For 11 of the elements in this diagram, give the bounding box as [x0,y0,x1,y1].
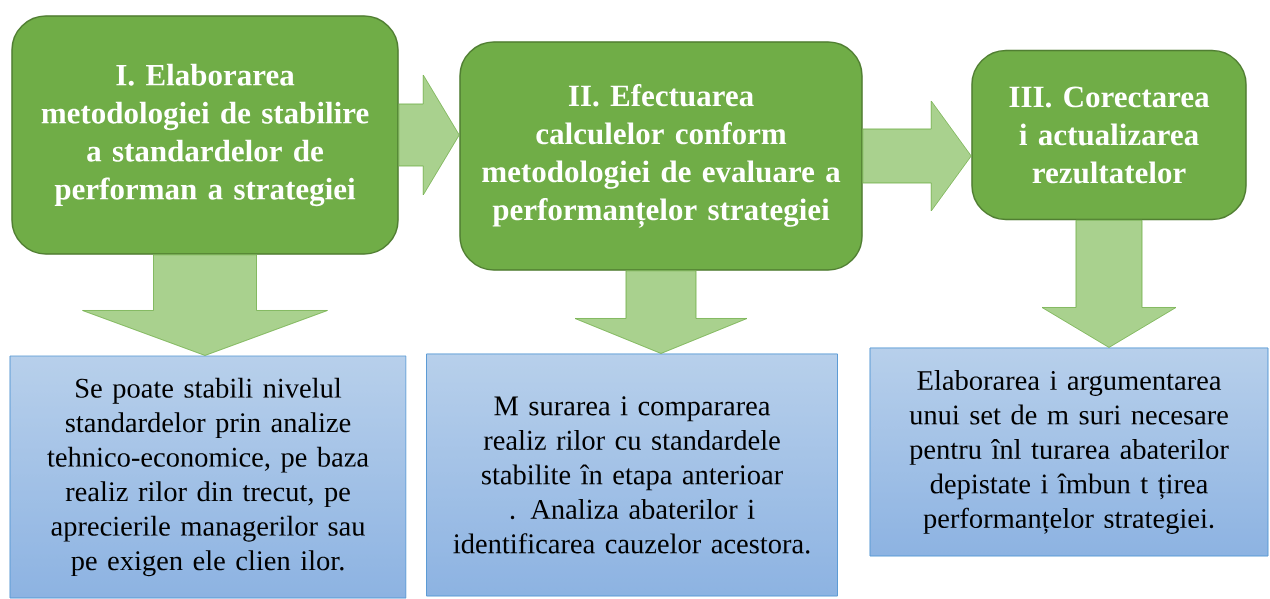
block-arrow [862,100,972,212]
step-box: I. Elaborarea metodologiei de stabilire a standardelor de performan a strategiei [11,15,399,255]
description-box: Se poate stabili nivelul standardelor prin analize tehnico-economice, pe baza realiz rilor din trecut, pe aprecierile managerilor sau pe exigen ele clien ilor. [9,355,407,599]
description-box: Elaborarea i argumentarea unui set de m suri necesare pentru înl turarea abaterilor depistate i îmbun t țirea performanțelor strategiei. [869,347,1269,557]
block-arrow [82,254,328,356]
description-box: M surarea i compararea realiz rilor cu standardele stabilite în etapa anterioar . Analiza abaterilor i identificarea cauzelor acestora. [426,353,838,597]
step-box: III. Corectarea i actualizarea rezultatelor [971,49,1247,221]
step-box: II. Efectuarea calculelor conform metodologiei de evaluare a performanțelor strategiei [459,41,863,271]
block-arrow [1041,219,1177,348]
block-arrow [574,270,748,354]
block-arrow [398,74,460,196]
